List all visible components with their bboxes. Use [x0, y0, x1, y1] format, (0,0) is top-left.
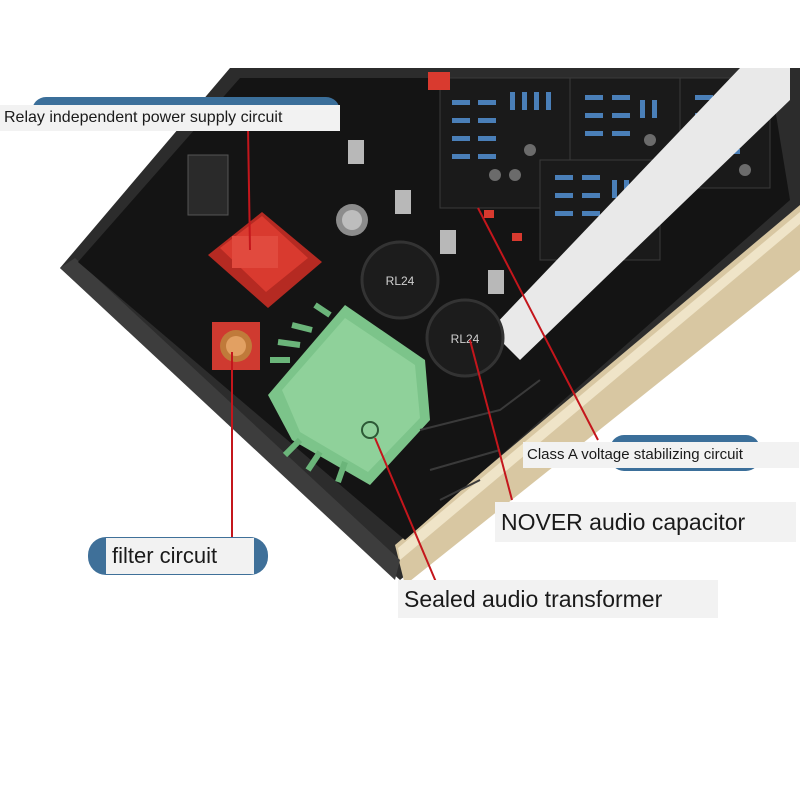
voltage-regulators [348, 140, 504, 294]
chassis-rim-highlight [398, 212, 800, 560]
audio-capacitor-1: RL24 [360, 240, 440, 320]
audio-capacitor-2: RL24 [425, 298, 505, 378]
relay-callout: Relay independent power supply circuit [0, 105, 340, 131]
svg-text:RL24: RL24 [451, 332, 480, 346]
ribbon-cable [490, 68, 790, 360]
filter-callout: filter circuit [106, 538, 254, 574]
leader-lines [231, 127, 599, 583]
svg-text:RL24: RL24 [386, 274, 415, 288]
resistor-array [439, 77, 771, 261]
ac-inlet [187, 154, 229, 216]
relay-transformer [208, 212, 322, 308]
transformer-callout: Sealed audio transformer [398, 580, 718, 618]
toroidal-transformer [268, 302, 430, 485]
filter-coil [212, 322, 260, 370]
class-a-callout: Class A voltage stabilizing circuit [523, 442, 799, 468]
red-test-points [428, 72, 522, 241]
chassis-left-wall [60, 258, 400, 580]
nover-callout: NOVER audio capacitor [495, 502, 796, 542]
pcb-traces [419, 379, 541, 501]
